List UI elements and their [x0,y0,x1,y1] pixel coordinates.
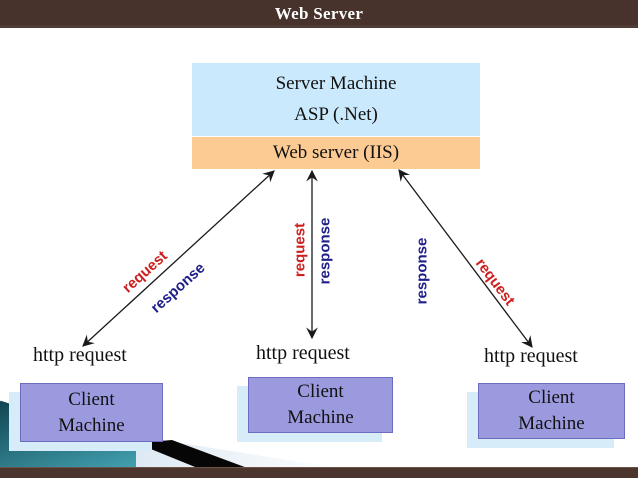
client-box-face: Client Machine [478,383,625,439]
client-machine-box-middle: Client Machine [237,377,393,442]
asp-net-label: ASP (.Net) [294,104,378,126]
server-machine-label: Server Machine [275,72,397,94]
right-response-label: response [413,237,431,305]
web-server-iis-label: Web server (IIS) [272,142,400,163]
client-label-line2: Machine [58,414,125,436]
black-stripe [136,440,250,469]
http-request-label-right: http request [484,345,578,367]
client-box-face: Client Machine [20,383,163,442]
server-machine-box: Server Machine ASP (.Net) [192,63,480,136]
client-machine-box-right: Client Machine [467,383,625,448]
http-request-label-left: http request [33,344,127,366]
title-bar: Web Server [0,0,638,28]
client-machine-box-left: Client Machine [9,383,163,451]
web-server-iis-box: Web server (IIS) [192,137,480,169]
middle-request-label: request [291,222,309,278]
client-label-line2: Machine [518,413,585,434]
slide-title: Web Server [274,4,364,23]
middle-response-label: response [316,217,334,285]
client-box-face: Client Machine [248,377,393,433]
http-request-label-middle: http request [256,342,350,364]
left-client-arrow [82,170,275,347]
client-label-line1: Client [528,387,575,408]
footer-bar [0,467,638,478]
client-label-line1: Client [297,381,344,402]
client-label-line1: Client [68,388,115,410]
client-label-line2: Machine [287,407,354,428]
right-request-label: request [471,255,519,309]
